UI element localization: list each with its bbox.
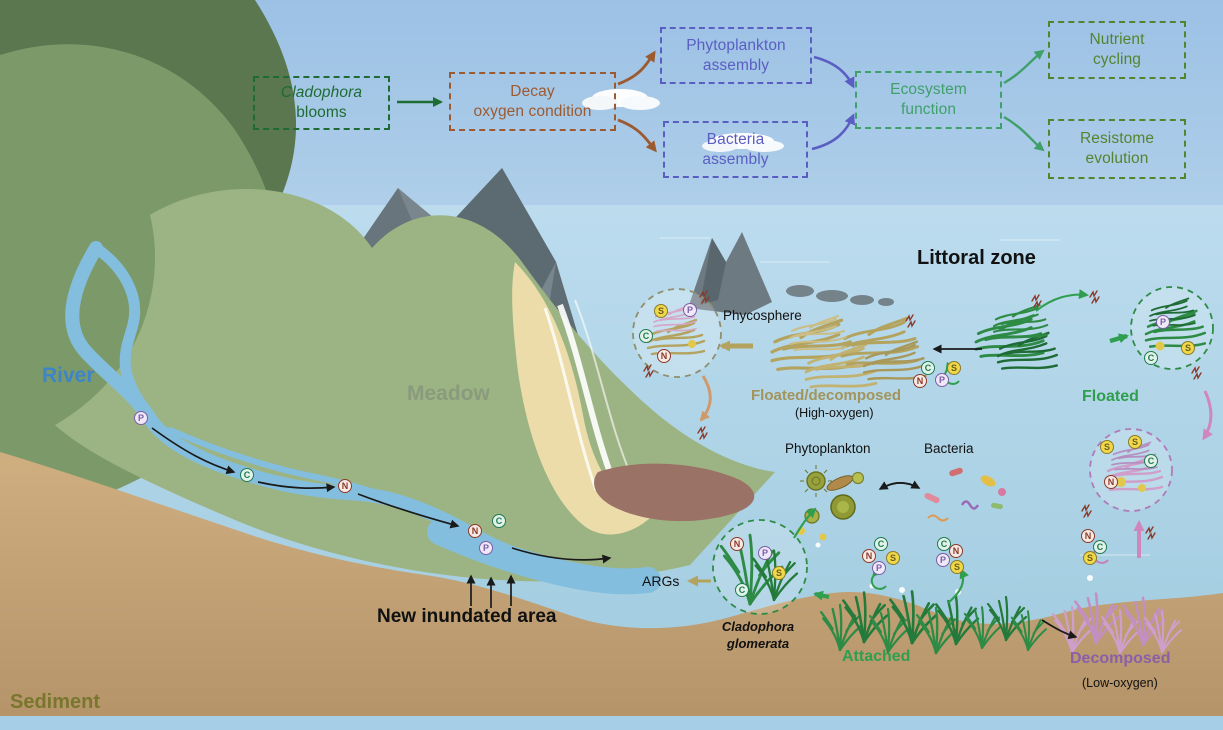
nutrient-cycling-line2: cycling <box>1092 51 1142 68</box>
decay-line1: Decay <box>510 82 555 100</box>
bacteria-assembly-line2: assembly <box>702 150 769 168</box>
nutrient-badge-p: P <box>134 411 148 425</box>
nutrient-badge-s: S <box>1100 440 1114 454</box>
nutrient-badge-n: N <box>468 524 482 538</box>
box-bacteria-assembly: Bacteria assembly <box>663 121 808 178</box>
box-nutrient-cycling: Nutrient cycling <box>1048 21 1186 79</box>
label-phycosphere: Phycosphere <box>723 308 802 323</box>
nutrient-badge-p: P <box>479 541 493 555</box>
cladophora-glomerata-line2: glomerata <box>726 635 790 651</box>
sediment-area <box>0 452 1223 716</box>
box-decay-oxygen-condition: Decay oxygen condition <box>449 72 616 131</box>
cladophora-blooms-line1: Cladophora <box>280 84 363 102</box>
resistome-line1: Resistome <box>1079 130 1155 148</box>
nutrient-badge-c: C <box>1093 540 1107 554</box>
box-cladophora-blooms: Cladophora blooms <box>253 76 390 130</box>
label-high-oxygen: (High-oxygen) <box>795 406 874 420</box>
label-args: ARGs <box>642 573 680 589</box>
nutrient-badge-p: P <box>936 553 950 567</box>
label-decomposed: Decomposed <box>1070 650 1171 667</box>
nutrient-badge-n: N <box>730 537 744 551</box>
nutrient-cycling-line1: Nutrient <box>1089 31 1145 49</box>
beach-sand <box>512 262 650 535</box>
nutrient-badge-c: C <box>492 514 506 528</box>
nutrient-badge-s: S <box>654 304 668 318</box>
nutrient-badge-s: S <box>772 566 786 580</box>
nutrient-badge-c: C <box>735 583 749 597</box>
label-floated: Floated <box>1082 388 1139 405</box>
nutrient-badge-c: C <box>921 361 935 375</box>
nutrient-badge-c: C <box>937 537 951 551</box>
label-bacteria: Bacteria <box>924 441 974 456</box>
nutrient-badge-c: C <box>874 537 888 551</box>
nutrient-badge-n: N <box>338 479 352 493</box>
box-phytoplankton-assembly: Phytoplankton assembly <box>660 27 812 84</box>
resistome-line2: evolution <box>1085 150 1149 167</box>
label-sediment: Sediment <box>10 691 101 713</box>
nutrient-badge-p: P <box>758 546 772 560</box>
label-river: River <box>42 364 95 387</box>
phyto-assembly-line1: Phytoplankton <box>686 36 786 54</box>
nutrient-badge-c: C <box>240 468 254 482</box>
label-floated-decomposed: Floated/decomposed <box>751 387 902 404</box>
nutrient-badge-p: P <box>683 303 697 317</box>
label-littoral-zone: Littoral zone <box>917 247 1036 269</box>
nutrient-badge-s: S <box>950 560 964 574</box>
nutrient-badge-s: S <box>1083 551 1097 565</box>
cladophora-inset <box>712 519 808 615</box>
ecosystem-line1: Ecosystem <box>890 81 967 99</box>
label-new-inundated-area: New inundated area <box>377 606 557 627</box>
box-ecosystem-function: Ecosystem function <box>855 71 1002 129</box>
nutrient-badge-n: N <box>862 549 876 563</box>
nutrient-badge-c: C <box>1144 454 1158 468</box>
shore-stones <box>786 285 894 306</box>
label-phytoplankton: Phytoplankton <box>785 441 871 456</box>
nutrient-badge-n: N <box>1104 475 1118 489</box>
nutrient-badge-n: N <box>949 544 963 558</box>
ecosystem-line2: function <box>900 101 957 118</box>
phyto-assembly-line2: assembly <box>702 56 770 74</box>
cladophora-glomerata-line1: Cladophora <box>721 619 795 634</box>
cloud <box>582 89 660 110</box>
nutrient-badge-s: S <box>947 361 961 375</box>
nutrient-badge-p: P <box>872 561 886 575</box>
nutrient-badge-s: S <box>1181 341 1195 355</box>
nutrient-badge-p: P <box>935 373 949 387</box>
surf-foam <box>543 299 633 491</box>
nutrient-badge-s: S <box>1128 435 1142 449</box>
mud-patch <box>594 463 755 522</box>
bacteria-assembly-line1: Bacteria <box>706 130 765 148</box>
label-low-oxygen: (Low-oxygen) <box>1082 676 1158 690</box>
nutrient-badge-c: C <box>639 329 653 343</box>
nutrient-badge-s: S <box>886 551 900 565</box>
label-meadow: Meadow <box>407 382 490 405</box>
rocky-islet <box>688 232 772 315</box>
nutrient-badge-c: C <box>1144 351 1158 365</box>
phytoplankton-illustration <box>797 465 865 541</box>
bottom-water-strip <box>0 716 1223 730</box>
box-resistome-evolution: Resistome evolution <box>1048 119 1186 179</box>
nutrient-badge-n: N <box>657 349 671 363</box>
nutrient-badge-n: N <box>913 374 927 388</box>
nutrient-badge-p: P <box>1156 315 1170 329</box>
decay-line2: oxygen condition <box>473 102 592 120</box>
label-cladophora-glomerata: Cladophora glomerata <box>700 619 816 653</box>
cladophora-blooms-line2: blooms <box>296 104 347 121</box>
nutrient-badge-n: N <box>1081 529 1095 543</box>
bacteria-illustration <box>924 467 1006 522</box>
label-attached: Attached <box>842 648 911 665</box>
cloud <box>702 133 784 152</box>
flowchart-arrows <box>397 49 1045 153</box>
